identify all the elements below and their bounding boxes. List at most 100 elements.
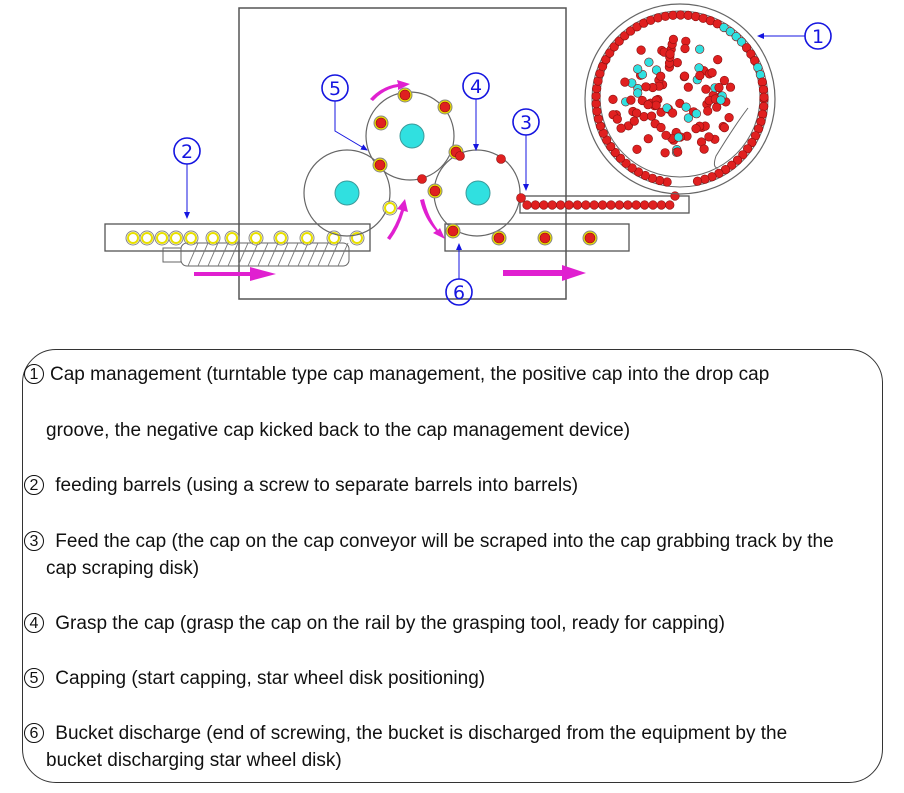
barrels-infeed — [125, 230, 365, 246]
cap — [741, 43, 752, 53]
callout-6: 6 — [445, 243, 473, 306]
cap — [672, 57, 682, 68]
screw-thread — [207, 242, 219, 267]
cap — [639, 200, 650, 210]
cap — [660, 148, 670, 158]
cap — [643, 134, 653, 144]
capped-barrel — [491, 230, 507, 246]
cap — [656, 122, 666, 133]
cap — [713, 54, 723, 65]
cap — [648, 200, 658, 210]
screw-thread — [297, 242, 309, 267]
cap — [564, 200, 574, 210]
cap — [703, 106, 713, 116]
legend-item-1-continuation: groove, the negative cap kicked back to … — [46, 418, 630, 444]
cap — [757, 77, 767, 87]
legend-text: Capping (start capping, star wheel disk … — [50, 668, 486, 689]
screw-thread — [317, 242, 329, 267]
cap — [592, 106, 602, 116]
barrel — [326, 230, 342, 246]
legend-item-6: 6 Bucket discharge (end of screwing, the… — [24, 721, 787, 747]
screw-thread — [197, 242, 209, 267]
barrel — [125, 230, 141, 246]
cap — [417, 174, 427, 184]
cap — [641, 82, 651, 92]
svg-text:6: 6 — [453, 282, 465, 304]
cap — [633, 88, 643, 98]
legend-text: Bucket discharge (end of screwing, the b… — [50, 723, 788, 744]
legend-item-2: 2 feeding barrels (using a screw to sepa… — [24, 473, 578, 499]
capped-barrel — [373, 115, 389, 131]
capped-barrel — [537, 230, 553, 246]
barrel — [382, 200, 398, 216]
barrel — [248, 230, 264, 246]
cap — [591, 91, 601, 101]
cap — [691, 11, 701, 22]
cap — [747, 137, 757, 148]
cap — [699, 144, 709, 154]
screw-thread — [267, 242, 279, 267]
callout-5: 5 — [321, 74, 368, 151]
barrel — [139, 230, 155, 246]
cap — [742, 144, 753, 154]
legend-text: bucket discharging star wheel disk) — [46, 750, 342, 771]
legend-box — [22, 349, 883, 783]
screw-thread — [227, 242, 239, 267]
screw-flow-arrow — [194, 267, 276, 281]
cap — [539, 200, 549, 210]
cap — [593, 114, 604, 124]
cap — [455, 151, 465, 161]
capped-barrel — [445, 223, 461, 239]
hub — [465, 180, 491, 206]
cap — [695, 44, 705, 54]
number-badge: 2 — [24, 475, 44, 495]
cap — [646, 111, 657, 121]
cap — [719, 122, 730, 133]
discharge-flow-arrow — [503, 265, 586, 281]
cap — [679, 71, 690, 81]
cap — [660, 11, 671, 21]
cap — [530, 200, 541, 210]
cap — [612, 114, 622, 124]
screw-thread — [307, 242, 319, 267]
cap — [681, 102, 691, 112]
cap — [651, 100, 661, 110]
cap — [656, 200, 667, 210]
svg-text:2: 2 — [181, 141, 193, 163]
cap — [701, 84, 711, 94]
barrel — [168, 230, 184, 246]
legend-text: Grasp the cap (grasp the cap on the rail… — [50, 613, 725, 634]
screw-thread — [257, 242, 269, 267]
cap — [555, 200, 566, 210]
cap — [732, 155, 743, 165]
machine-frame — [238, 7, 567, 300]
turntable-caps — [591, 10, 769, 187]
legend-item-6-continuation: bucket discharging star wheel disk) — [46, 748, 342, 774]
hub — [399, 123, 425, 149]
cap — [608, 94, 618, 104]
cap — [680, 43, 690, 54]
cap — [727, 160, 737, 170]
cap — [572, 200, 583, 210]
cap — [516, 193, 526, 203]
cap — [691, 109, 702, 119]
capped-barrel — [427, 183, 443, 199]
cap — [615, 153, 626, 163]
cap — [522, 200, 532, 210]
cap — [716, 95, 726, 105]
cap — [725, 27, 735, 37]
cap — [683, 10, 693, 20]
cap — [631, 200, 641, 210]
barrel — [349, 230, 365, 246]
wheel-items — [372, 87, 598, 246]
cap — [719, 22, 729, 33]
number-badge: 5 — [24, 668, 44, 688]
cap — [629, 116, 639, 126]
legend-text: feeding barrels (using a screw to separa… — [50, 475, 579, 496]
cap — [673, 132, 684, 142]
cap — [653, 13, 663, 23]
discharge-rail — [444, 223, 630, 252]
cap — [736, 37, 747, 47]
cap — [623, 200, 633, 210]
transfer-up-arrow — [387, 199, 408, 240]
